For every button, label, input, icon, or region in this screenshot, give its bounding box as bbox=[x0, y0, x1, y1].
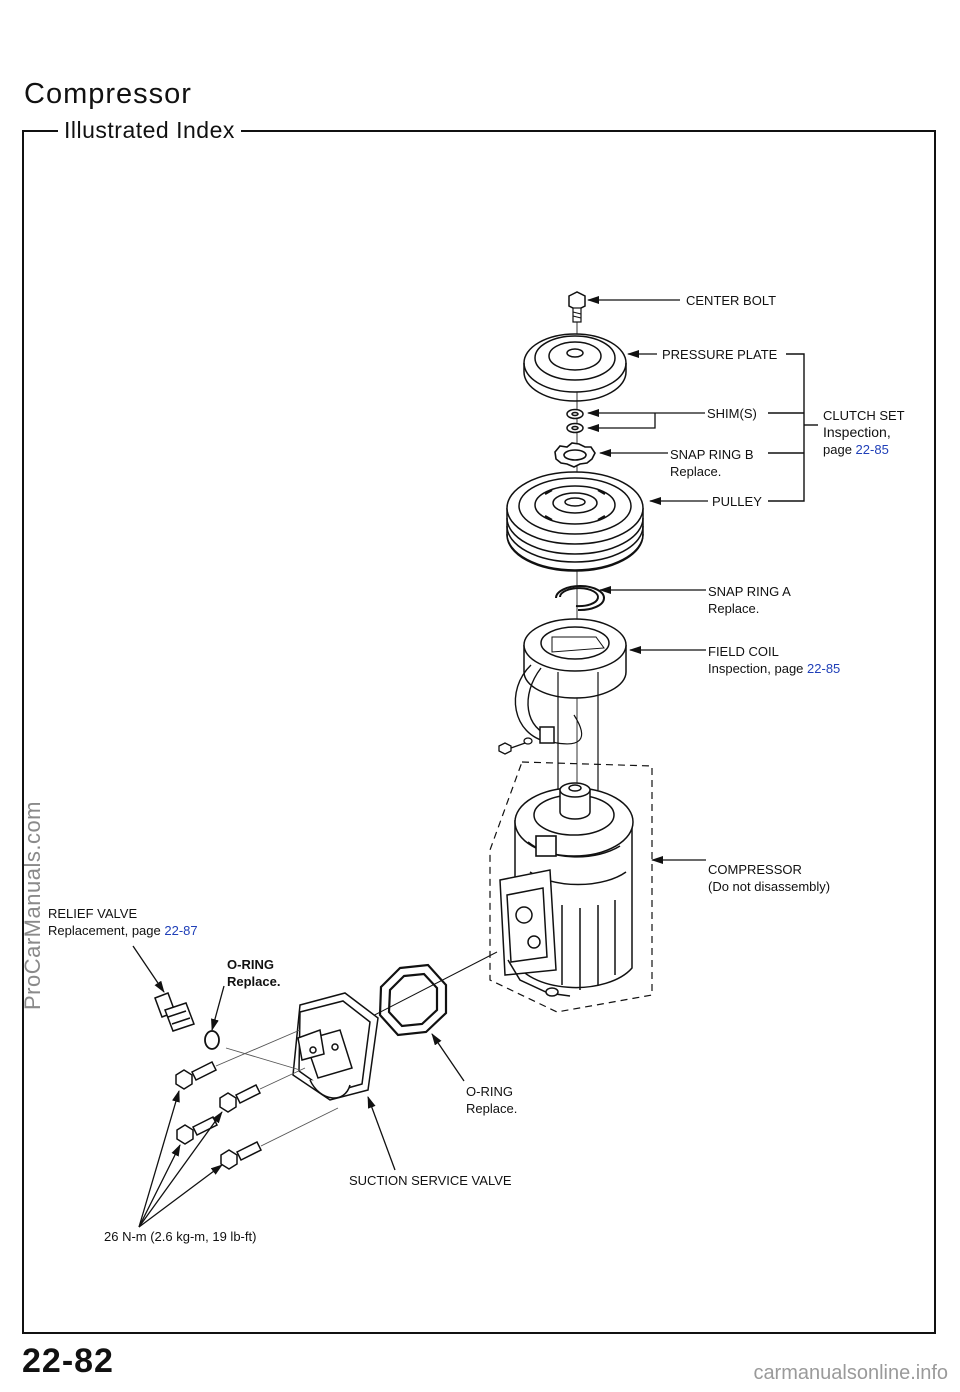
footer-site: carmanualsonline.info bbox=[753, 1362, 948, 1384]
o-ring-name: O-RING bbox=[466, 1084, 513, 1099]
label-o-ring: O-RING Replace. bbox=[466, 1083, 517, 1117]
small-o-ring-part bbox=[204, 1030, 220, 1050]
relief-valve-replacement: Replacement, page 22-87 bbox=[48, 922, 198, 939]
pulley-part bbox=[506, 471, 644, 572]
suction-service-valve-part bbox=[292, 992, 379, 1101]
label-snap-ring-b: SNAP RING B Replace. bbox=[670, 446, 754, 480]
label-pulley: PULLEY bbox=[712, 494, 762, 509]
watermark-text: ProCarManuals.com bbox=[20, 800, 45, 1010]
shims-part bbox=[566, 408, 584, 434]
snap-ring-b-part bbox=[554, 442, 596, 468]
label-compressor: COMPRESSOR (Do not disassembly) bbox=[708, 861, 830, 895]
label-pressure-plate: PRESSURE PLATE bbox=[662, 347, 778, 362]
label-torque: 26 N-m (2.6 kg-m, 19 lb-ft) bbox=[104, 1229, 257, 1244]
clutch-set-page-prefix: page bbox=[823, 442, 852, 457]
field-coil-inspection: Inspection, page 22-85 bbox=[708, 660, 840, 677]
leader-lines bbox=[132, 296, 708, 1228]
label-o-ring-bold: O-RING Replace. bbox=[227, 956, 280, 990]
coil-screw-part bbox=[498, 737, 533, 755]
index-frame bbox=[22, 130, 936, 1334]
label-relief-valve: RELIEF VALVE Replacement, page 22-87 bbox=[48, 905, 198, 939]
page-subtitle: Illustrated Index bbox=[58, 117, 241, 144]
center-bolt-part bbox=[568, 291, 586, 323]
label-snap-ring-a: SNAP RING A Replace. bbox=[708, 583, 791, 617]
field-coil-part bbox=[514, 618, 627, 810]
o-ring-bold-name: O-RING bbox=[227, 957, 274, 972]
field-coil-page-link[interactable]: 22-85 bbox=[807, 661, 841, 676]
label-field-coil: FIELD COIL Inspection, page 22-85 bbox=[708, 643, 840, 677]
bolt-alignment-lines bbox=[215, 1029, 339, 1147]
clutch-set-bracket bbox=[768, 353, 818, 502]
snap-ring-b-name: SNAP RING B bbox=[670, 447, 754, 462]
relief-valve-page-link[interactable]: 22-87 bbox=[164, 923, 198, 938]
o-ring-bold-note: Replace. bbox=[227, 974, 281, 989]
field-coil-note: Inspection, page bbox=[708, 661, 804, 676]
compressor-body-part bbox=[499, 782, 634, 997]
flange-bolts-part bbox=[175, 1060, 263, 1170]
pressure-plate-part bbox=[523, 333, 627, 402]
clutch-set-page-link[interactable]: 22-85 bbox=[855, 442, 889, 457]
label-center-bolt: CENTER BOLT bbox=[686, 293, 777, 308]
relief-valve-name: RELIEF VALVE bbox=[48, 906, 138, 921]
label-clutch-set: CLUTCH SET Inspection, page 22-85 bbox=[823, 407, 905, 458]
relief-valve-part bbox=[154, 992, 195, 1032]
label-suction-service-valve: SUCTION SERVICE VALVE bbox=[349, 1173, 512, 1188]
page-number: 22-82 bbox=[22, 1342, 114, 1380]
compressor-name: COMPRESSOR bbox=[708, 862, 802, 877]
clutch-set-note: Inspection, bbox=[823, 424, 891, 440]
snap-ring-a-note: Replace. bbox=[708, 601, 760, 616]
field-coil-name: FIELD COIL bbox=[708, 644, 779, 659]
page-title: Compressor bbox=[24, 78, 192, 110]
compressor-note: (Do not disassembly) bbox=[708, 879, 831, 894]
o-ring-note: Replace. bbox=[466, 1101, 518, 1116]
clutch-set-page: page 22-85 bbox=[823, 441, 905, 458]
snap-ring-a-part bbox=[555, 585, 605, 612]
large-o-ring-part bbox=[378, 963, 448, 1037]
relief-valve-note: Replacement, page bbox=[48, 923, 161, 938]
label-shims: SHIM(S) bbox=[707, 406, 757, 421]
snap-ring-a-name: SNAP RING A bbox=[708, 584, 791, 599]
snap-ring-b-note: Replace. bbox=[670, 464, 722, 479]
clutch-set-name: CLUTCH SET bbox=[823, 408, 905, 423]
